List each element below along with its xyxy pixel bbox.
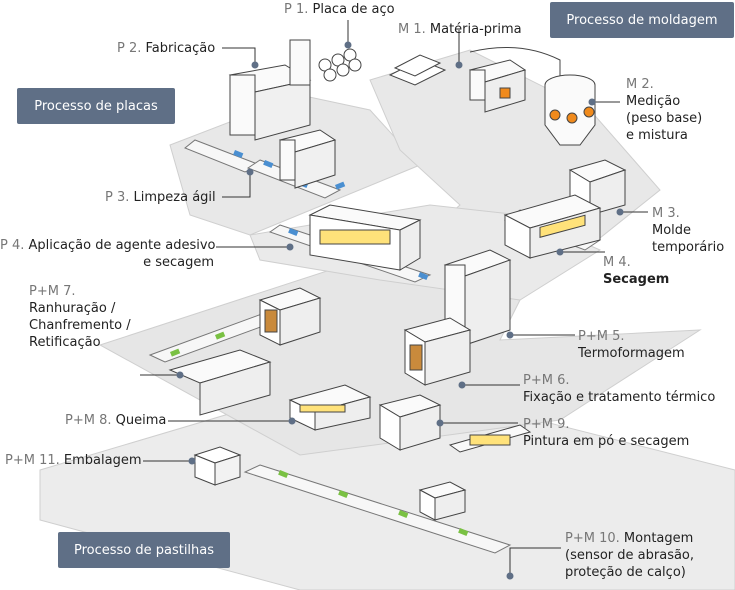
pad-item — [170, 348, 181, 357]
step-text: Fabricação — [145, 41, 216, 56]
pad-item — [338, 490, 349, 499]
step-line: Ranhuração / — [29, 301, 116, 316]
step-text: Embalagem — [63, 453, 142, 468]
step-m1-label: M 1. Matéria-prima — [398, 21, 522, 38]
step-code: P 1. — [284, 2, 309, 17]
plate-item — [233, 150, 244, 159]
heat-treatment-machine — [403, 317, 472, 386]
mixing-silo — [469, 47, 596, 146]
step-code: M 3. — [652, 206, 680, 221]
step-line: (sensor de abrasão, — [565, 548, 695, 563]
step-line: Retificação — [29, 335, 101, 350]
step-code: M 1. — [398, 22, 426, 37]
step-p4-label: P 4. Aplicação de agente adesivo e secag… — [0, 237, 216, 271]
step-m4-label: M 4. Secagem — [603, 254, 669, 288]
pad-item — [278, 469, 289, 479]
step-code: P 4. — [0, 238, 25, 253]
step-code: P+M 8. — [65, 413, 112, 428]
pad-item — [215, 331, 226, 340]
hopper-machine — [468, 59, 527, 113]
step-m3-label: M 3. Molde temporário — [652, 205, 724, 256]
plate-item — [288, 228, 299, 237]
step-text: Queima — [115, 413, 167, 428]
plate-item — [335, 181, 346, 190]
step-text: Secagem — [603, 272, 670, 287]
plate-process-badge: Processo de placas — [17, 88, 175, 124]
step-text: Termoformagem — [578, 346, 685, 361]
step-pm9-label: P+M 9. Pintura em pó e secagem — [523, 416, 689, 450]
step-line: proteção de calço) — [565, 565, 686, 580]
step-pm5-label: P+M 5. Termoformagem — [578, 328, 685, 362]
step-text: Aplicação de agente adesivo — [28, 238, 216, 253]
step-line: Molde — [652, 223, 692, 238]
pad-process-badge: Processo de pastilhas — [58, 532, 230, 568]
step-pm7-label: P+M 7. Ranhuração / Chanfremento / Retif… — [29, 283, 131, 351]
packaging-boxes — [193, 446, 242, 486]
plate-item — [418, 272, 429, 281]
powder-paint-booth — [378, 394, 532, 453]
step-line: e mistura — [626, 128, 688, 143]
machines — [168, 39, 627, 521]
step-text: Fixação e tratamento térmico — [523, 390, 716, 405]
molding-process-badge: Processo de moldagem — [550, 2, 734, 38]
pad-item — [398, 509, 409, 519]
step-p1-label: P 1. Placa de aço — [284, 1, 395, 18]
step-line: Medição — [626, 94, 681, 109]
leader-dots — [176, 41, 624, 580]
step-text: Montagem — [623, 531, 694, 546]
cleaning-machine — [278, 129, 337, 189]
step-pm6-label: P+M 6. Fixação e tratamento térmico — [523, 372, 715, 406]
step-line: (peso base) — [626, 111, 703, 126]
step-code: P+M 5. — [578, 329, 625, 344]
firing-oven — [288, 384, 372, 431]
step-code: P+M 9. — [523, 417, 570, 432]
step-code: P+M 11. — [5, 453, 60, 468]
leader-lines — [140, 20, 648, 576]
steel-coils — [318, 48, 362, 82]
step-text: Matéria-prima — [429, 22, 522, 37]
step-pm11-label: P+M 11. Embalagem — [5, 452, 142, 469]
step-p2-label: P 2. Fabricação — [117, 40, 215, 57]
step-code: P+M 7. — [29, 284, 76, 299]
step-text: Limpeza ágil — [133, 190, 216, 205]
conveyor-pad — [243, 464, 512, 554]
step-text: Pintura em pó e secagem — [523, 434, 690, 449]
press-machine — [228, 39, 312, 141]
plate-item — [263, 160, 274, 169]
step-line: Chanfremento / — [29, 318, 131, 333]
step-code: P 2. — [117, 41, 142, 56]
thermoforming-press — [443, 249, 512, 346]
step-p3-label: P 3. Limpeza ágil — [105, 189, 216, 206]
step-line: temporário — [652, 240, 725, 255]
step-text-2: e secagem — [143, 255, 214, 270]
step-code: P+M 10. — [565, 531, 620, 546]
pad-item — [458, 527, 469, 537]
step-pm8-label: P+M 8. Queima — [65, 412, 166, 429]
step-m2-label: M 2. Medição (peso base) e mistura — [626, 76, 702, 144]
step-code: M 2. — [626, 77, 654, 92]
raw-material-stack — [388, 54, 447, 86]
drying-oven — [503, 194, 602, 259]
assembly-station — [418, 481, 467, 521]
adhesive-line — [308, 204, 422, 271]
step-pm10-label: P+M 10. Montagem (sensor de abrasão, pro… — [565, 530, 694, 581]
step-text: Placa de aço — [312, 2, 395, 17]
step-code: P 3. — [105, 190, 130, 205]
grinding-machine — [168, 287, 322, 416]
step-code: M 4. — [603, 255, 631, 270]
step-code: P+M 6. — [523, 373, 570, 388]
